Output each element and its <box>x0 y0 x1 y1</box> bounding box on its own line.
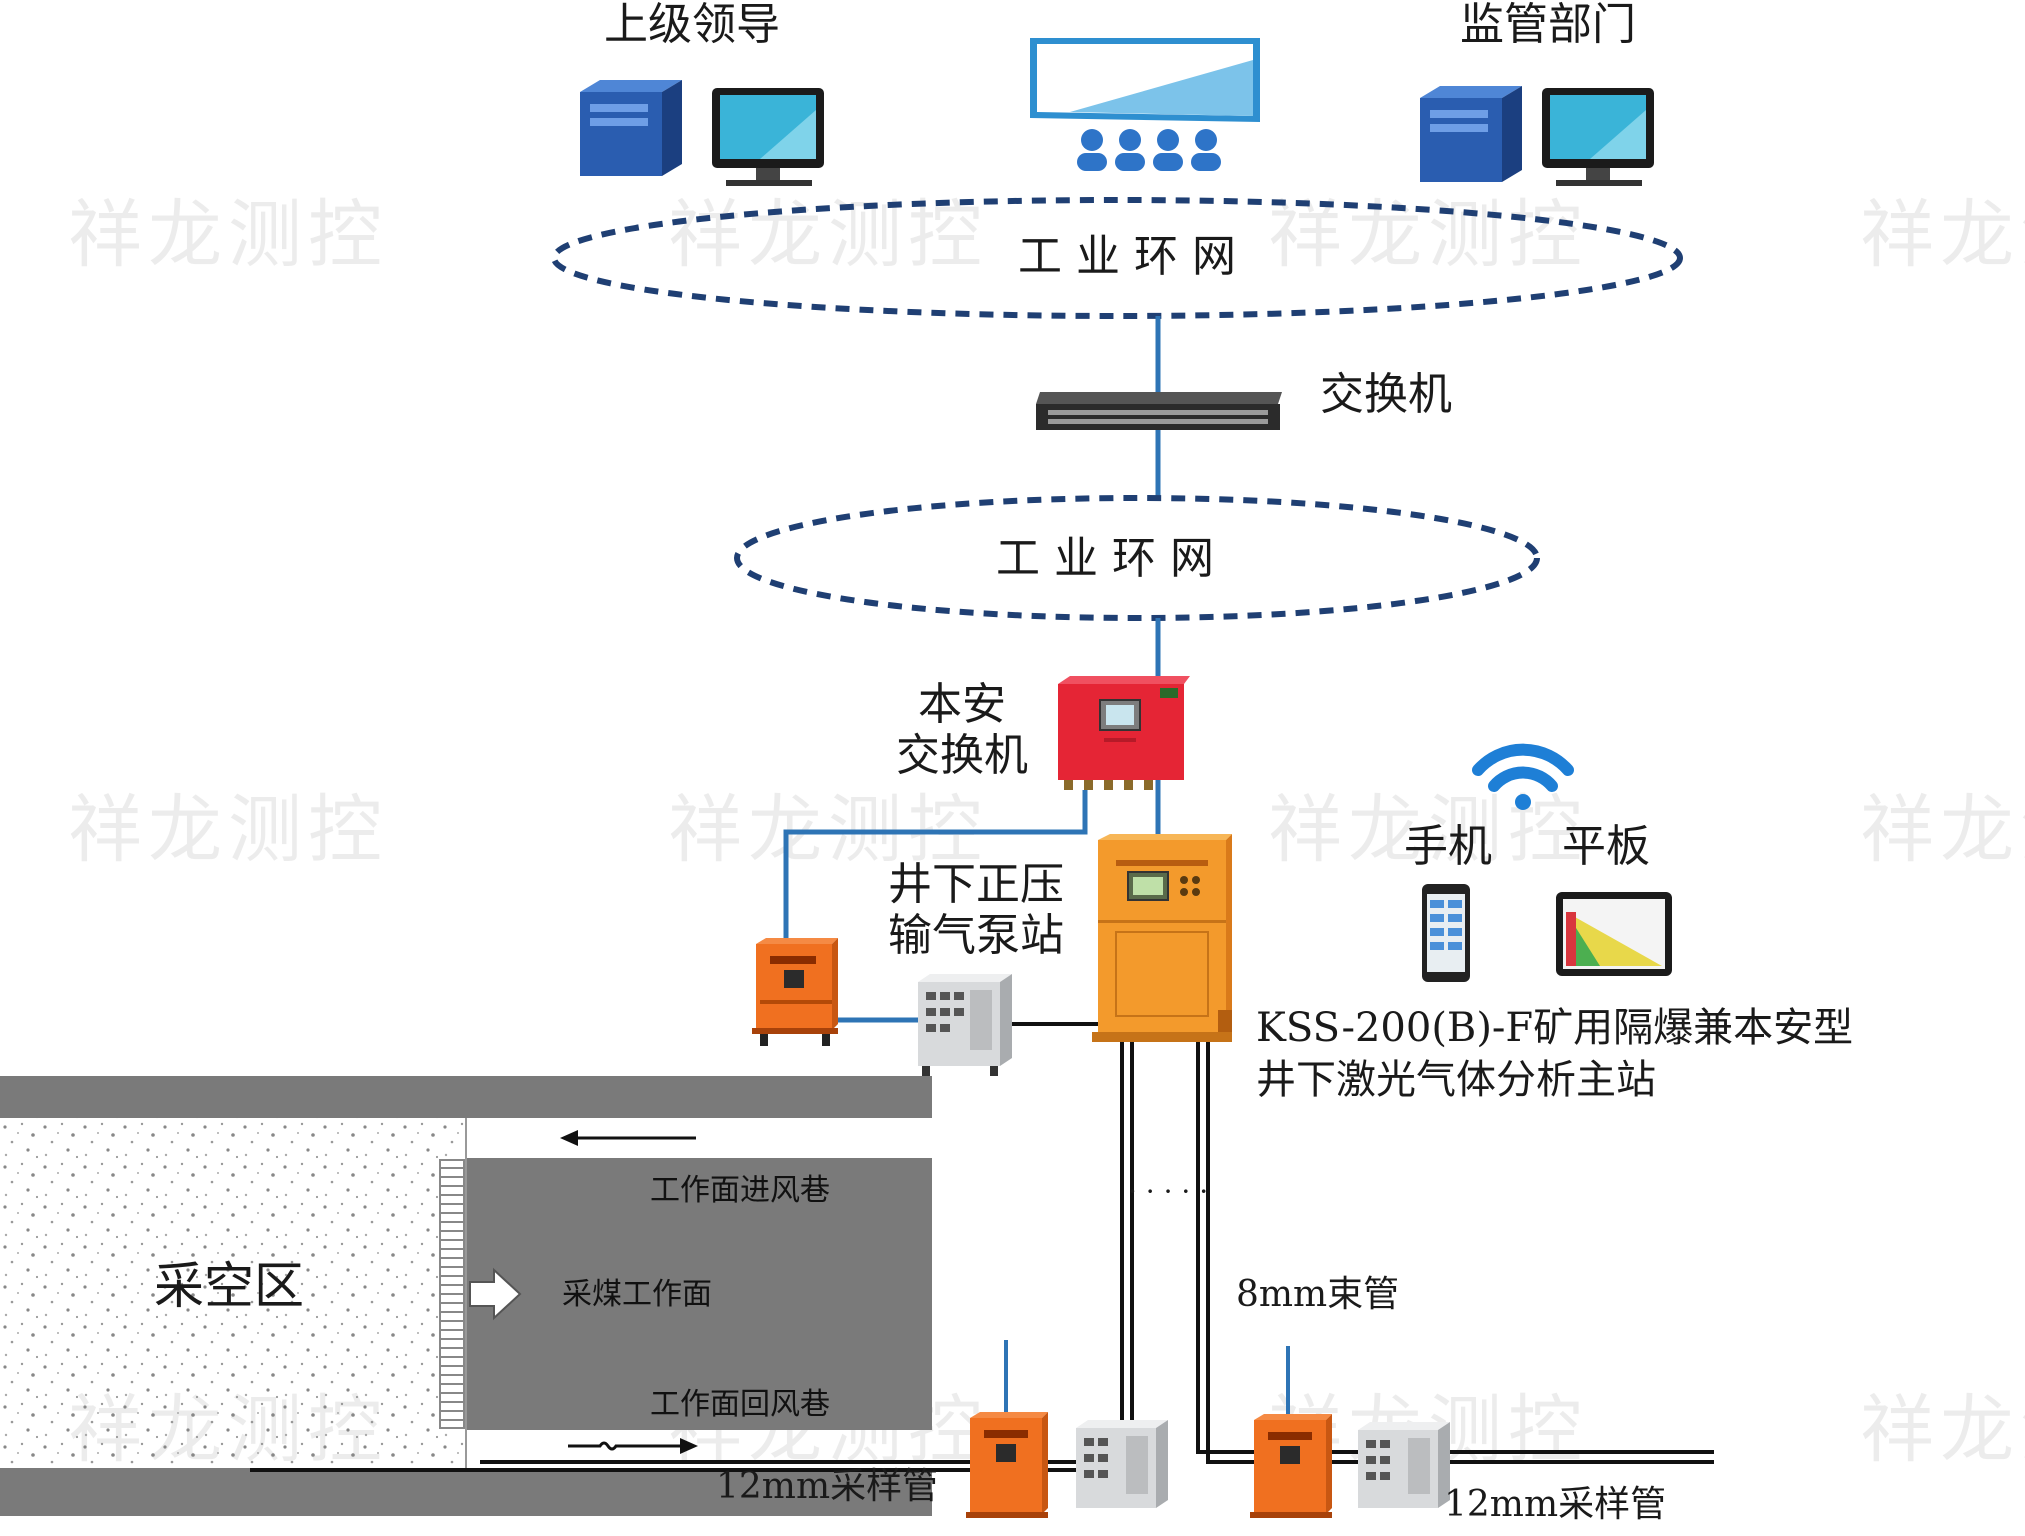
main-station-label: KSS-200(B)-F矿用隔爆兼本安型 井下激光气体分析主站 <box>1256 1005 1854 1103</box>
server-icon <box>1420 86 1522 182</box>
industrial-ring-top <box>551 197 1683 319</box>
watermark: 祥龙测控 <box>1860 1387 2025 1473</box>
pump-station-label: 井下正压 输气泵站 <box>888 859 1064 961</box>
goaf-label: 采空区 <box>154 1257 304 1315</box>
network-switch-icon <box>1036 392 1282 430</box>
bundle-tube <box>1078 1042 1714 1474</box>
watermark: 祥龙测控 <box>68 787 388 873</box>
tablet-icon <box>1556 892 1672 976</box>
monitor-icon <box>712 88 824 186</box>
intrinsically-safe-switch-icon <box>1058 676 1190 790</box>
watermark: 祥龙测控 <box>68 192 388 278</box>
airflow-arrow-icon <box>568 1438 698 1454</box>
sampling-pump-icon <box>1076 1420 1168 1508</box>
link-line <box>783 790 1088 940</box>
phone-label: 手机 <box>1404 821 1492 872</box>
roadway-bottom-wall <box>0 1468 932 1516</box>
switch-label: 交换机 <box>1320 369 1452 420</box>
monitor-icon <box>1542 88 1654 186</box>
industrial-ring-mid <box>734 495 1540 621</box>
goaf-area <box>0 1118 466 1468</box>
explosion-proof-box-icon <box>752 938 838 1046</box>
ring-top-label: 工 业 环 网 <box>1018 231 1236 282</box>
sample-tube-right-label: 12mm采样管 <box>1444 1484 1667 1525</box>
advance-direction-arrow-icon <box>469 1267 522 1321</box>
audience-icon <box>1077 129 1221 171</box>
coal-face-label: 采煤工作面 <box>562 1277 712 1312</box>
wifi-signal-icon <box>1472 743 1574 810</box>
supervision-label: 监管部门 <box>1460 0 1636 50</box>
bundle-tube-label: 8mm束管 <box>1236 1274 1400 1315</box>
laser-gas-analysis-main-station-icon <box>1092 834 1232 1042</box>
airflow-arrow-icon <box>560 1130 696 1146</box>
explosion-proof-box-icon <box>1250 1414 1332 1518</box>
phone-icon <box>1422 884 1470 982</box>
watermark: 祥龙测控 <box>1860 192 2025 278</box>
return-roadway-label: 工作面回风巷 <box>650 1387 830 1422</box>
watermark: 祥龙测控 <box>1860 787 2025 873</box>
leaders-label: 上级领导 <box>604 0 780 50</box>
sampling-pump-icon <box>1358 1422 1450 1508</box>
coal-face-block <box>466 1158 932 1430</box>
sample-tube-left-label: 12mm采样管 <box>716 1466 939 1507</box>
server-icon <box>580 80 682 176</box>
intake-roadway-label: 工作面进风巷 <box>650 1173 830 1208</box>
safe-switch-label: 本安 交换机 <box>896 679 1028 781</box>
roadway-top-wall <box>0 1076 932 1118</box>
pump-station-icon <box>918 974 1012 1076</box>
ring-mid-label: 工 业 环 网 <box>996 533 1214 584</box>
ellipsis-label: · · · · · <box>1128 1175 1209 1208</box>
display-screen-icon <box>1030 38 1260 122</box>
explosion-proof-box-icon <box>966 1412 1048 1518</box>
tablet-label: 平板 <box>1562 821 1650 872</box>
hydraulic-support-icon <box>439 1159 465 1429</box>
